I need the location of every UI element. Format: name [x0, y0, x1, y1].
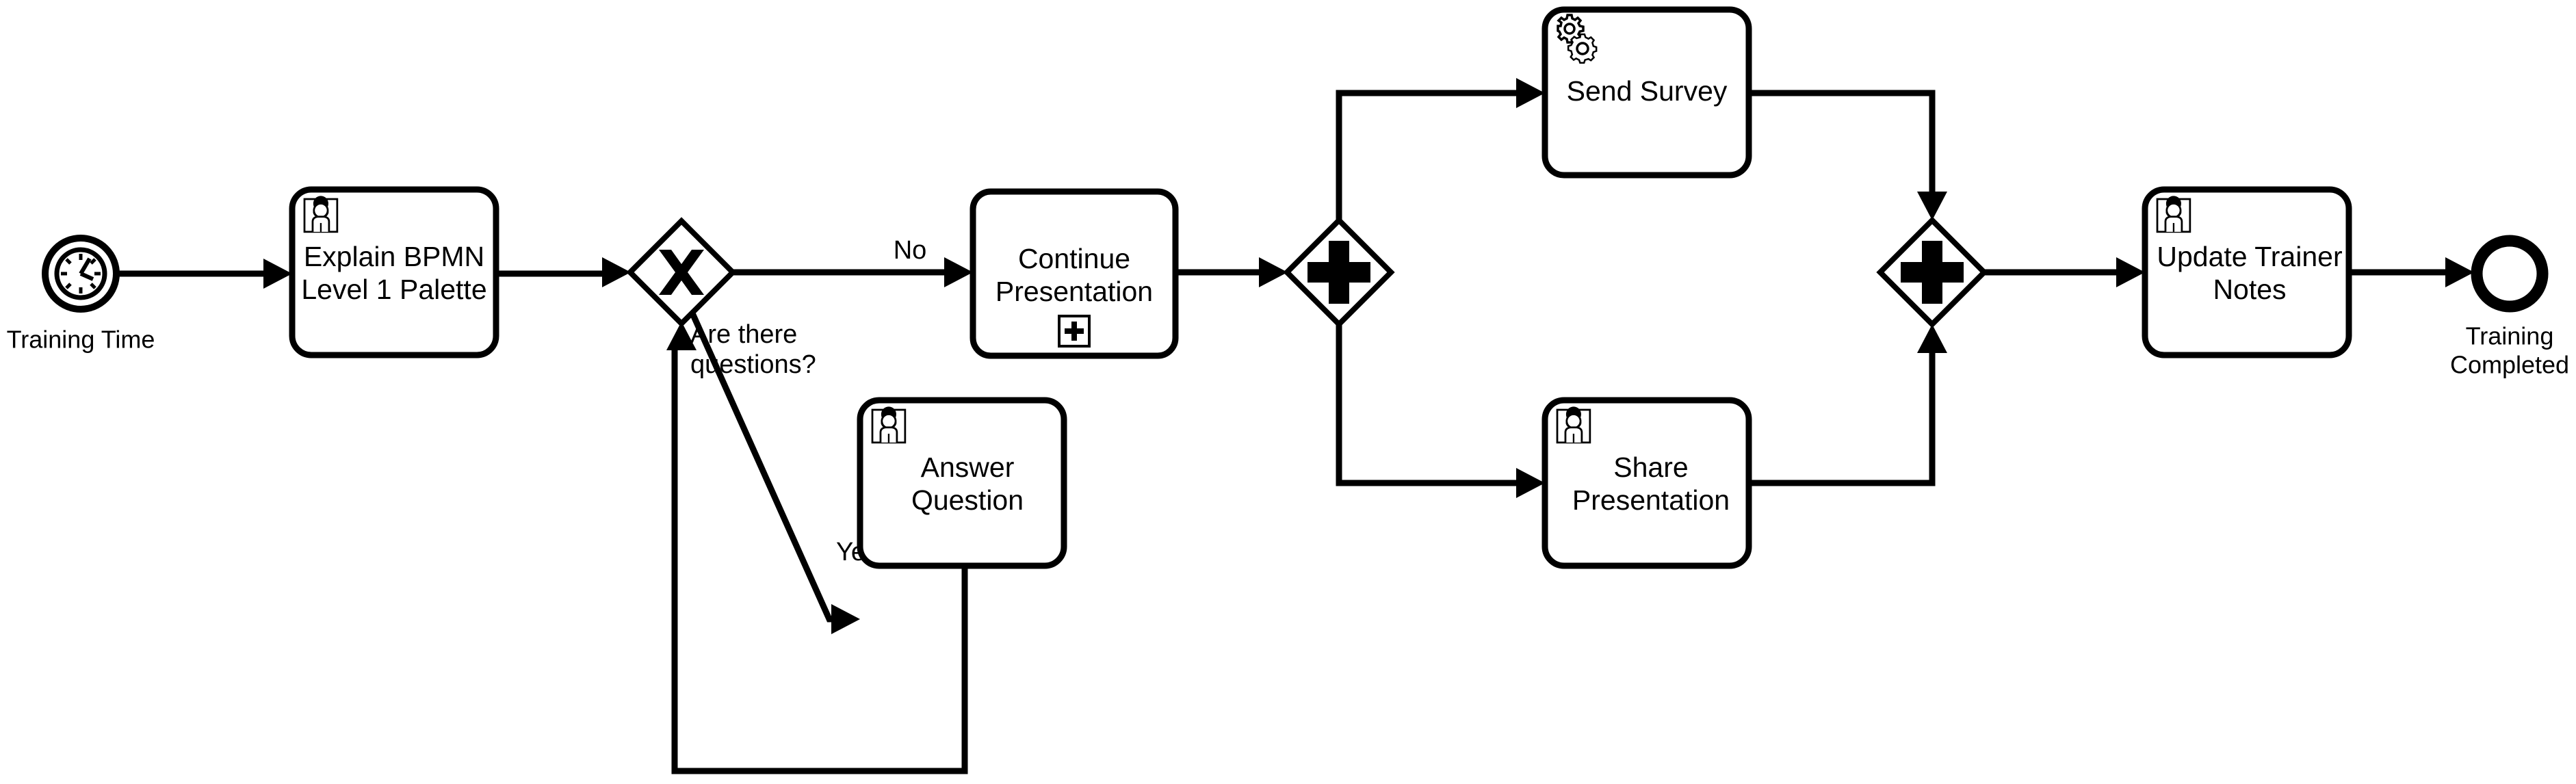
start-event[interactable] [42, 235, 120, 313]
task-continue-presentation[interactable]: Continue Presentation [970, 188, 1179, 359]
x-marker-icon [659, 250, 704, 295]
flow-label-no: No [894, 236, 927, 265]
gateway-parallel-split[interactable] [1283, 216, 1395, 328]
flow-gateway-yes[interactable] [684, 300, 860, 634]
plus-marker-icon [1307, 241, 1370, 304]
clock-icon [54, 247, 107, 300]
task-label-line1: Answer [921, 452, 1015, 483]
task-label-line2: Notes [2213, 274, 2286, 305]
task-send-survey[interactable]: Send Survey [1541, 6, 1752, 179]
user-task-icon [871, 406, 907, 444]
flow-join-to-notes[interactable] [1984, 257, 2145, 287]
task-label-line2: Level 1 Palette [301, 274, 486, 305]
task-share-presentation[interactable]: Share Presentation [1541, 397, 1752, 569]
collapsed-subprocess-plus-icon [1058, 315, 1091, 348]
flow-continue-to-split[interactable] [1175, 257, 1288, 287]
task-label-line2: Presentation [1572, 484, 1730, 516]
flow-gateway-no[interactable] [733, 257, 973, 287]
task-label-line1: Explain BPMN [304, 241, 484, 272]
task-continue-presentation-box [970, 188, 1179, 359]
gateway-parallel-join[interactable] [1876, 216, 1988, 328]
end-event-label-line1: Training [2466, 322, 2554, 350]
service-task-gear-icon [1557, 14, 1598, 64]
task-explain-bpmn-box [289, 186, 499, 358]
flow-share-to-join[interactable] [1749, 324, 1947, 486]
flow-split-to-survey[interactable] [1336, 78, 1545, 220]
end-event-label-line2: Completed [2450, 351, 2569, 379]
end-event-circle [2471, 235, 2549, 313]
task-label-line1: Send Survey [1567, 75, 1728, 107]
plus-marker-icon [1901, 241, 1964, 304]
user-task-icon [1556, 406, 1591, 444]
task-label-line1: Continue [1018, 243, 1130, 274]
flow-explain-to-gateway[interactable] [496, 257, 631, 287]
task-label-line1: Update Trainer [2157, 241, 2342, 272]
flow-split-to-share[interactable] [1336, 324, 1545, 498]
task-label-line2: Presentation [996, 276, 1153, 307]
task-answer-question[interactable]: Answer Question [857, 397, 1067, 569]
flow-answer-loop-back[interactable] [666, 322, 968, 774]
gateway-questions-label-line1: Are there [690, 320, 797, 349]
start-event-label: Training Time [7, 326, 155, 354]
flow-survey-to-join[interactable] [1749, 90, 1947, 220]
task-update-trainer-notes-box [2142, 186, 2352, 358]
task-share-presentation-box [1541, 397, 1752, 569]
task-label-line1: Share [1613, 452, 1688, 483]
user-task-icon [2156, 196, 2191, 233]
task-explain-bpmn[interactable]: Explain BPMN Level 1 Palette [289, 186, 499, 358]
flow-start-to-explain[interactable] [116, 259, 292, 289]
user-task-icon [303, 196, 339, 233]
task-answer-question-box [857, 397, 1067, 569]
end-event[interactable] [2471, 235, 2549, 313]
task-label-line2: Question [911, 484, 1024, 516]
gateway-questions-label-line2: questions? [690, 350, 816, 379]
gateway-questions[interactable] [626, 217, 737, 328]
flow-notes-to-end[interactable] [2349, 257, 2474, 287]
task-update-trainer-notes[interactable]: Update Trainer Notes [2142, 186, 2352, 358]
